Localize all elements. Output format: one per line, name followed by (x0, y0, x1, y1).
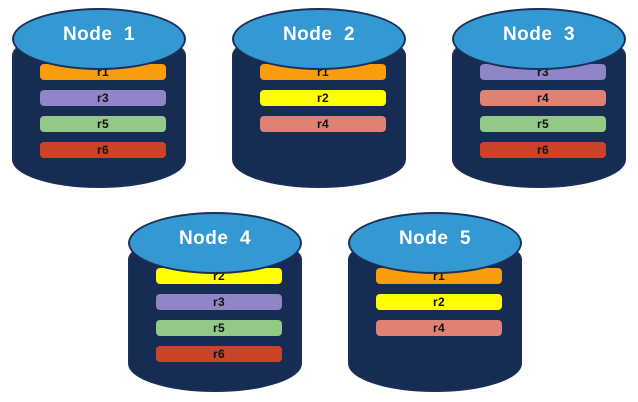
node-label: Node 1 (62, 24, 136, 45)
replica-bar[interactable]: r3 (40, 90, 166, 106)
node-label: Node 5 (398, 228, 472, 249)
replica-bar[interactable]: r3 (156, 294, 282, 310)
node-label: Node 4 (178, 228, 252, 249)
replica-bar[interactable]: r6 (156, 346, 282, 362)
replica-bar[interactable]: r5 (156, 320, 282, 336)
cylinder-top-icon (452, 8, 626, 70)
node-label: Node 3 (502, 24, 576, 45)
replica-bar[interactable]: r2 (376, 294, 502, 310)
replica-bar[interactable]: r4 (376, 320, 502, 336)
replica-bar[interactable]: r6 (480, 142, 606, 158)
replica-bar[interactable]: r2 (260, 90, 386, 106)
cylinder-top-icon (232, 8, 406, 70)
cylinder-top-icon (348, 212, 522, 274)
cylinder-top-icon (128, 212, 302, 274)
cylinder-top-icon (12, 8, 186, 70)
replica-bar[interactable]: r4 (480, 90, 606, 106)
replica-bar[interactable]: r4 (260, 116, 386, 132)
replica-bar[interactable]: r6 (40, 142, 166, 158)
replica-bar[interactable]: r5 (40, 116, 166, 132)
replica-bar[interactable]: r5 (480, 116, 606, 132)
node-label: Node 2 (282, 24, 356, 45)
